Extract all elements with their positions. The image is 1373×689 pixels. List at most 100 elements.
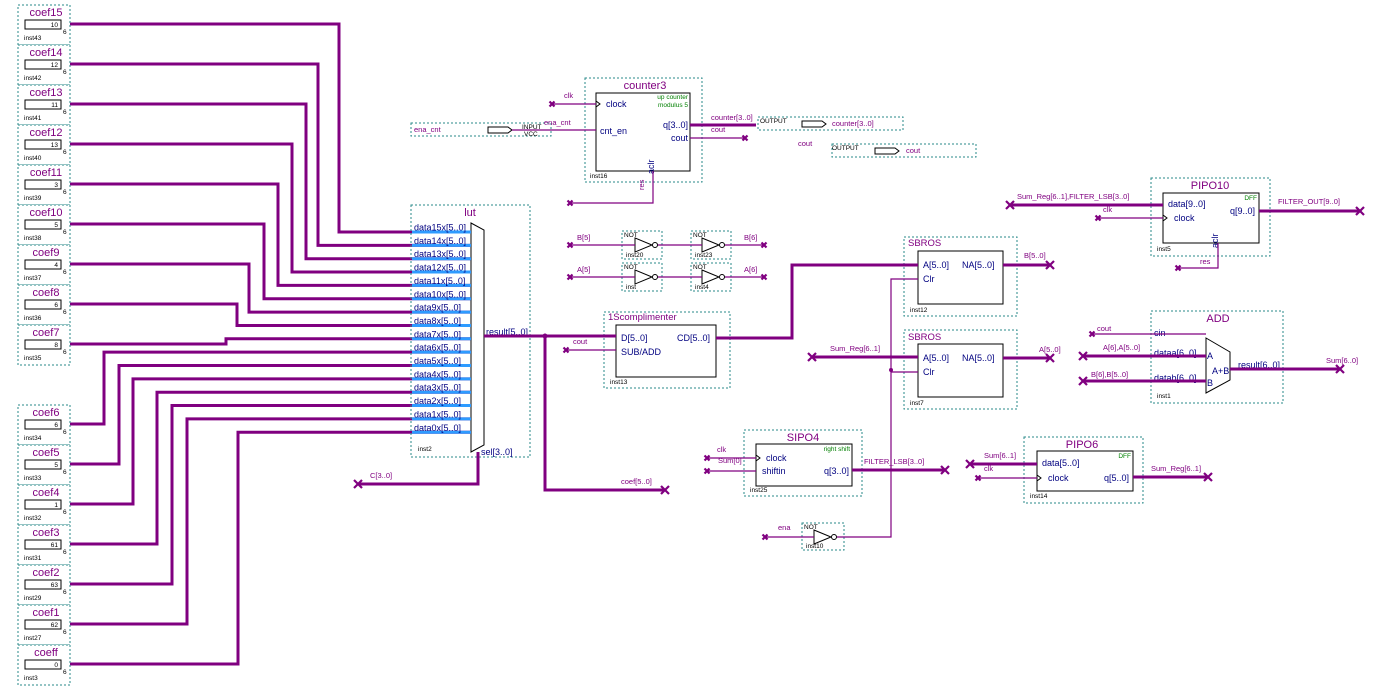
pipo10-clock-marker bbox=[1162, 214, 1168, 222]
lut-input-6: data9x[5..0] bbox=[412, 303, 471, 314]
coef-inst: inst39 bbox=[24, 195, 42, 202]
lut-input-4: data11x[5..0] bbox=[412, 276, 471, 287]
coef-name: coef1 bbox=[33, 607, 60, 619]
coef-value: 5 bbox=[54, 222, 58, 229]
pipo6-inst: inst14 bbox=[1030, 493, 1048, 500]
counter3-note-2: modulus 5 bbox=[658, 102, 688, 109]
output-pin-cout-type: OUTPUT bbox=[832, 145, 859, 152]
coef-value: 62 bbox=[51, 622, 59, 629]
output-pin-counter[interactable]: OUTPUT counter[3..0] bbox=[757, 116, 904, 131]
lut-input-label: data14x[5..0] bbox=[414, 236, 466, 246]
sbros-top-clr-port: Clr bbox=[923, 274, 935, 284]
sbros-bottom-clr-port: Clr bbox=[923, 367, 935, 377]
coef-value-box bbox=[24, 659, 62, 670]
lut-input-label: data2x[5..0] bbox=[414, 396, 461, 406]
add-cin-port: cin bbox=[1154, 328, 1166, 338]
counter3-cout-port: cout bbox=[671, 133, 689, 143]
complimenter-block[interactable]: 1Scomplimenter D[5..0] SUB/ADD CD[5..0] … bbox=[603, 311, 731, 389]
x-marker bbox=[1078, 376, 1088, 386]
x-marker bbox=[1355, 206, 1365, 216]
pipo10-q-port: q[9..0] bbox=[1230, 206, 1255, 216]
input-pin-ena-cnt[interactable]: ena_cnt INPUT VCC bbox=[410, 122, 552, 138]
coef-net-8 bbox=[61, 337, 471, 346]
x-marker bbox=[1088, 330, 1096, 338]
add-result-port: result[6..0] bbox=[1238, 360, 1280, 370]
pipo10-aclr-port: aclr bbox=[1210, 233, 1220, 248]
pipo10-block[interactable]: PIPO10 DFF data[9..0] clock q[9..0] aclr… bbox=[1150, 177, 1271, 257]
lut-input-label: data5x[5..0] bbox=[414, 356, 461, 366]
sbros-bottom-a-port: A[5..0] bbox=[923, 353, 949, 363]
coef-net-0 bbox=[61, 22, 471, 234]
pipo10-title: PIPO10 bbox=[1191, 180, 1230, 192]
counter3-cnt-en-port: cnt_en bbox=[600, 126, 627, 136]
output-pin-cout[interactable]: OUTPUT cout bbox=[831, 143, 977, 158]
sig-clk-counter: clk bbox=[564, 91, 573, 100]
sipo4-block[interactable]: SIPO4 right shift clock shiftin q[3..0] … bbox=[743, 429, 863, 497]
sbros-bottom-inst: inst7 bbox=[910, 400, 924, 407]
coef-name: coef6 bbox=[33, 407, 60, 419]
input-pin-vcc: VCC bbox=[524, 131, 538, 138]
not-gate-ena-label: NOT bbox=[804, 524, 818, 531]
complimenter-title: 1Scomplimenter bbox=[608, 312, 677, 323]
coef-name: coef11 bbox=[30, 167, 62, 179]
pipo6-title: PIPO6 bbox=[1066, 439, 1098, 451]
lut-input-0: data15x[5..0] bbox=[412, 223, 471, 234]
sig-cout-comp: cout bbox=[573, 337, 588, 346]
sig-cout-out: cout bbox=[798, 139, 813, 148]
coef-value: 1 bbox=[54, 502, 58, 509]
x-marker bbox=[965, 459, 975, 469]
lut-block[interactable]: lut data15x[5..0]data14x[5..0]data13x[5.… bbox=[410, 204, 531, 458]
add-dataa-port: dataa[6..0] bbox=[1154, 348, 1197, 358]
coef-net-10 bbox=[61, 364, 471, 466]
sig-c: C[3..0] bbox=[370, 471, 392, 480]
sbros-bottom-block[interactable]: SBROS A[5..0] Clr NA[5..0] inst7 bbox=[903, 329, 1018, 410]
sbros-bottom-na-port: NA[5..0] bbox=[962, 353, 995, 363]
lut-input-label: data6x[5..0] bbox=[414, 343, 461, 353]
pipo6-block[interactable]: PIPO6 DFF data[5..0] clock q[5..0] inst1… bbox=[1023, 436, 1144, 504]
sbros-top-inst: inst12 bbox=[910, 307, 928, 314]
coef-value-box bbox=[24, 299, 62, 310]
x-marker bbox=[807, 352, 817, 362]
coef-value: 0 bbox=[54, 662, 58, 669]
coef-name: coef3 bbox=[33, 527, 60, 539]
coef-name: coef8 bbox=[33, 287, 60, 299]
coef-width: 6 bbox=[63, 69, 67, 76]
not-gate-b1-label: NOT bbox=[624, 232, 638, 239]
x-marker bbox=[974, 474, 982, 482]
add-block[interactable]: ADD cin dataa[6..0] datab[6..0] A B A+B … bbox=[1150, 310, 1284, 404]
output-pin-counter-name: counter[3..0] bbox=[832, 119, 874, 128]
sbros-top-block[interactable]: SBROS A[5..0] Clr NA[5..0] inst12 bbox=[903, 236, 1018, 317]
coef-width: 6 bbox=[63, 29, 67, 36]
lut-input-label: data0x[5..0] bbox=[414, 423, 461, 433]
lut-inputs: data15x[5..0]data14x[5..0]data13x[5..0]d… bbox=[412, 223, 471, 434]
coef-inst: inst31 bbox=[24, 555, 42, 562]
sig-res-counter: res bbox=[637, 179, 646, 190]
lut-input-13: data2x[5..0] bbox=[412, 396, 471, 408]
sig-coef: coef[5..0] bbox=[621, 477, 652, 486]
sig-clk-pipo10: clk bbox=[1103, 205, 1112, 214]
counter3-block[interactable]: counter3 up counter modulus 5 clock cnt_… bbox=[584, 77, 703, 183]
sipo4-clock-marker bbox=[755, 454, 761, 462]
not-gate-b1[interactable]: NOT inst20 bbox=[621, 230, 663, 260]
coef-net-11 bbox=[61, 377, 471, 506]
x-marker bbox=[940, 465, 950, 475]
coef-value: 10 bbox=[51, 22, 59, 29]
coef-net-1 bbox=[61, 62, 471, 247]
coef-inst: inst41 bbox=[24, 115, 42, 122]
